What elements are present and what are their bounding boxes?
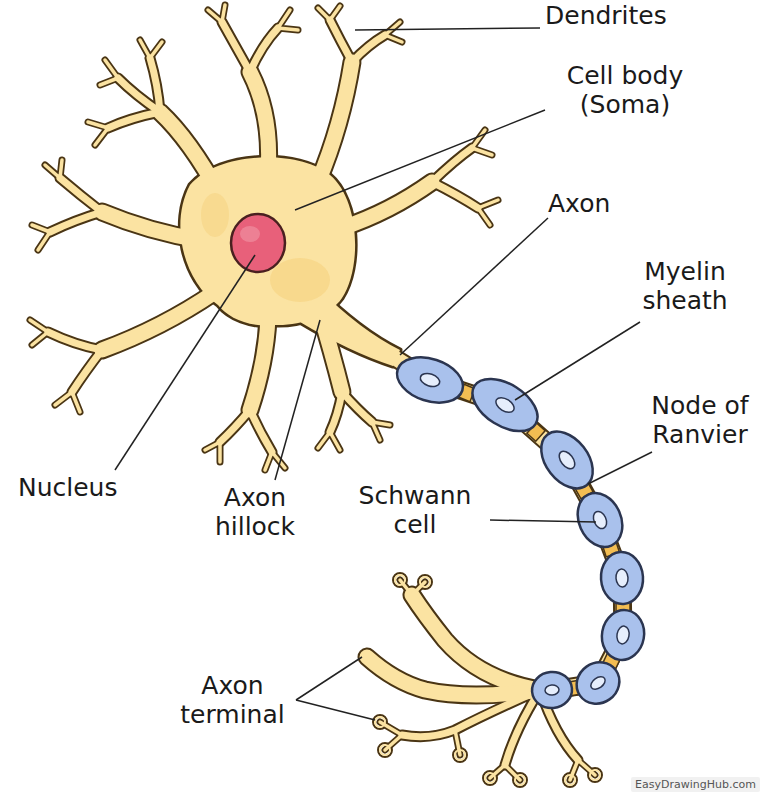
part-label: Axon terminal bbox=[160, 672, 305, 730]
dendrite bbox=[48, 20, 578, 765]
leader-line bbox=[296, 657, 362, 700]
terminal-knob bbox=[366, 579, 596, 781]
outline-layer bbox=[30, 5, 623, 781]
leader-line bbox=[295, 110, 545, 210]
myelin-segment bbox=[391, 350, 469, 411]
leader-line bbox=[115, 255, 255, 470]
dendrite-outline bbox=[48, 20, 578, 765]
part-label: Axon bbox=[548, 190, 648, 219]
soma-shading bbox=[201, 193, 229, 237]
leader-line bbox=[275, 320, 320, 480]
myelin-segment bbox=[531, 422, 603, 498]
soma-outline bbox=[180, 157, 400, 366]
nucleus bbox=[231, 214, 285, 272]
dendrite bbox=[30, 5, 595, 780]
myelin-segment bbox=[598, 607, 648, 664]
part-label: Axon hillock bbox=[190, 484, 320, 542]
dendrite-outline bbox=[102, 62, 623, 695]
leader-line bbox=[400, 218, 548, 355]
part-label: Nucleus bbox=[18, 474, 158, 503]
dendrite-outline bbox=[30, 5, 595, 780]
myelin-segment bbox=[531, 670, 574, 709]
part-label: Dendrites bbox=[545, 2, 715, 31]
part-label: Schwann cell bbox=[340, 482, 490, 540]
part-label: Node of Ranvier bbox=[630, 392, 768, 450]
part-label: Myelin sheath bbox=[620, 258, 750, 316]
watermark: EasyDrawingHub.com bbox=[631, 777, 760, 792]
myelin-segment bbox=[569, 486, 630, 554]
leader-line bbox=[490, 520, 596, 522]
fill-layer bbox=[30, 5, 623, 781]
part-label: Cell body (Soma) bbox=[535, 62, 715, 120]
myelin-segment bbox=[569, 654, 628, 712]
leader-lines bbox=[115, 28, 652, 720]
dendrite bbox=[102, 62, 623, 695]
soma-shading bbox=[270, 258, 330, 302]
leader-line bbox=[588, 452, 652, 484]
myelin-segment bbox=[463, 368, 546, 442]
leader-line bbox=[515, 322, 640, 400]
cell-body bbox=[180, 157, 400, 366]
myelin-segment bbox=[599, 551, 645, 606]
leader-line bbox=[355, 28, 540, 30]
nucleus-highlight bbox=[240, 226, 260, 242]
leader-line bbox=[296, 700, 375, 720]
